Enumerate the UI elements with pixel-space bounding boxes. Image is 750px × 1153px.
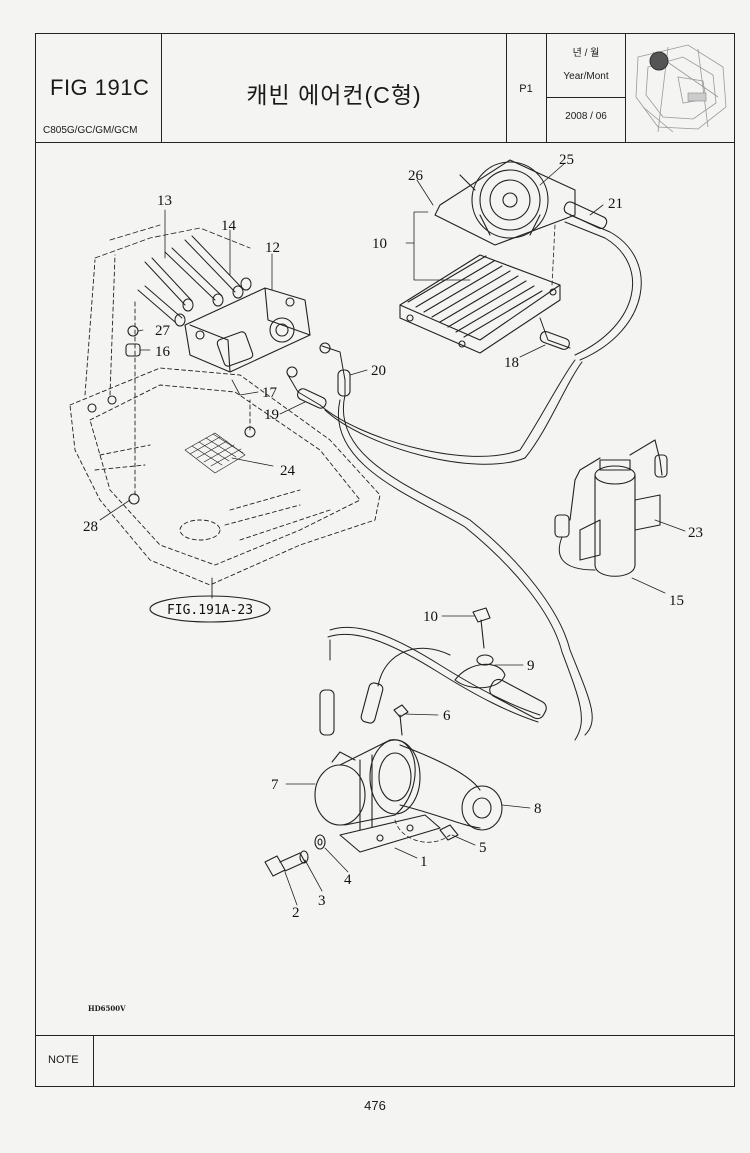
drive-belt: [399, 744, 503, 831]
callout-10: 10: [423, 609, 438, 625]
clamp-ring: [127, 325, 139, 337]
callout-21: 20: [371, 363, 386, 379]
condenser-fan-assembly: [399, 159, 576, 354]
callout-5: 5: [479, 840, 487, 856]
callout-17: 17: [262, 385, 278, 401]
callout-2: 2: [292, 905, 300, 921]
header-bottom-rule: [35, 142, 735, 143]
note-label: NOTE: [48, 1054, 79, 1066]
callout-3: 3: [318, 893, 326, 909]
callout-24: 24: [280, 463, 296, 479]
page-number: 476: [364, 1098, 386, 1113]
callout-7: 7: [271, 777, 279, 793]
mesh-filter: [184, 432, 246, 474]
air-conditioner-unit: [184, 287, 311, 373]
fasteners: [264, 607, 506, 877]
header-divider: [161, 33, 162, 143]
hose-fitting: [539, 331, 570, 350]
callout-8: 8: [534, 801, 542, 817]
reference-label: FIG.191A-23: [167, 603, 253, 618]
year-month-label-korean: 년 / 월: [572, 48, 600, 59]
model-codes: C805G/GC/GM/GCM: [43, 125, 138, 136]
figure-number: FIG 191C: [50, 75, 150, 100]
hose-fitting: [554, 514, 570, 538]
grommet: [244, 426, 256, 438]
callout-15: 14: [221, 218, 237, 234]
page-frame: [35, 33, 735, 1087]
callout-9: 9: [527, 658, 535, 674]
refrigerant-hoses: [287, 214, 642, 741]
floor-panel-outline: [69, 254, 381, 586]
callout-20: 19: [264, 407, 279, 423]
header-divider: [506, 33, 507, 143]
page-code: P1: [519, 83, 533, 95]
grommet: [128, 493, 140, 505]
leader-lines: [99, 162, 686, 906]
receiver-drier: [569, 439, 663, 577]
header-divider: [546, 33, 547, 143]
header-divider: [625, 33, 626, 143]
hose-fitting: [296, 388, 327, 409]
year-month-label: Year/Mont: [563, 71, 609, 82]
header-divider: [546, 97, 625, 98]
note-divider: [93, 1035, 94, 1087]
callout-18: 15: [669, 593, 684, 609]
hose-fitting: [319, 689, 335, 736]
mounting-washer: [87, 403, 97, 413]
machine-thumbnail: [635, 44, 727, 133]
callout-22: 21: [608, 196, 623, 212]
callout-25: 25: [559, 152, 574, 168]
mounting-washer: [107, 395, 117, 405]
reference-oval: FIG.191A-23: [149, 595, 271, 623]
callout-13: 12: [265, 240, 280, 256]
callout-1: 1: [420, 854, 428, 870]
year-month-value: 2008 / 06: [565, 111, 607, 122]
note-top-rule: [35, 1035, 735, 1036]
rubber-bushing: [125, 343, 141, 357]
callout-6: 6: [443, 708, 451, 724]
hose-fitting: [337, 369, 351, 397]
callout-27: 27: [155, 323, 171, 339]
tube-outline: [94, 224, 251, 259]
drawing-code: HD6500V: [88, 1004, 126, 1013]
compressor: [314, 739, 421, 831]
page-title: 캐빈 에어컨(C형): [246, 82, 422, 108]
callout-numbers: 13 14 12 10 26 25 21 27 16 17 20 19 18 2…: [83, 152, 703, 921]
callout-14: 13: [157, 193, 172, 209]
hose-fitting: [489, 678, 547, 720]
callout-12: 10: [372, 236, 387, 252]
callout-28: 28: [83, 519, 98, 535]
compressor-bracket: [339, 814, 441, 853]
callout-23: 23: [688, 525, 703, 541]
hose-fitting: [654, 454, 668, 478]
callout-19: 18: [504, 355, 519, 371]
callout-16: 16: [155, 344, 171, 360]
hose-fitting: [563, 201, 608, 230]
callout-4: 4: [344, 872, 352, 888]
duct-tubes: [137, 235, 252, 327]
callout-26: 26: [408, 168, 424, 184]
hose-fitting: [360, 682, 384, 724]
